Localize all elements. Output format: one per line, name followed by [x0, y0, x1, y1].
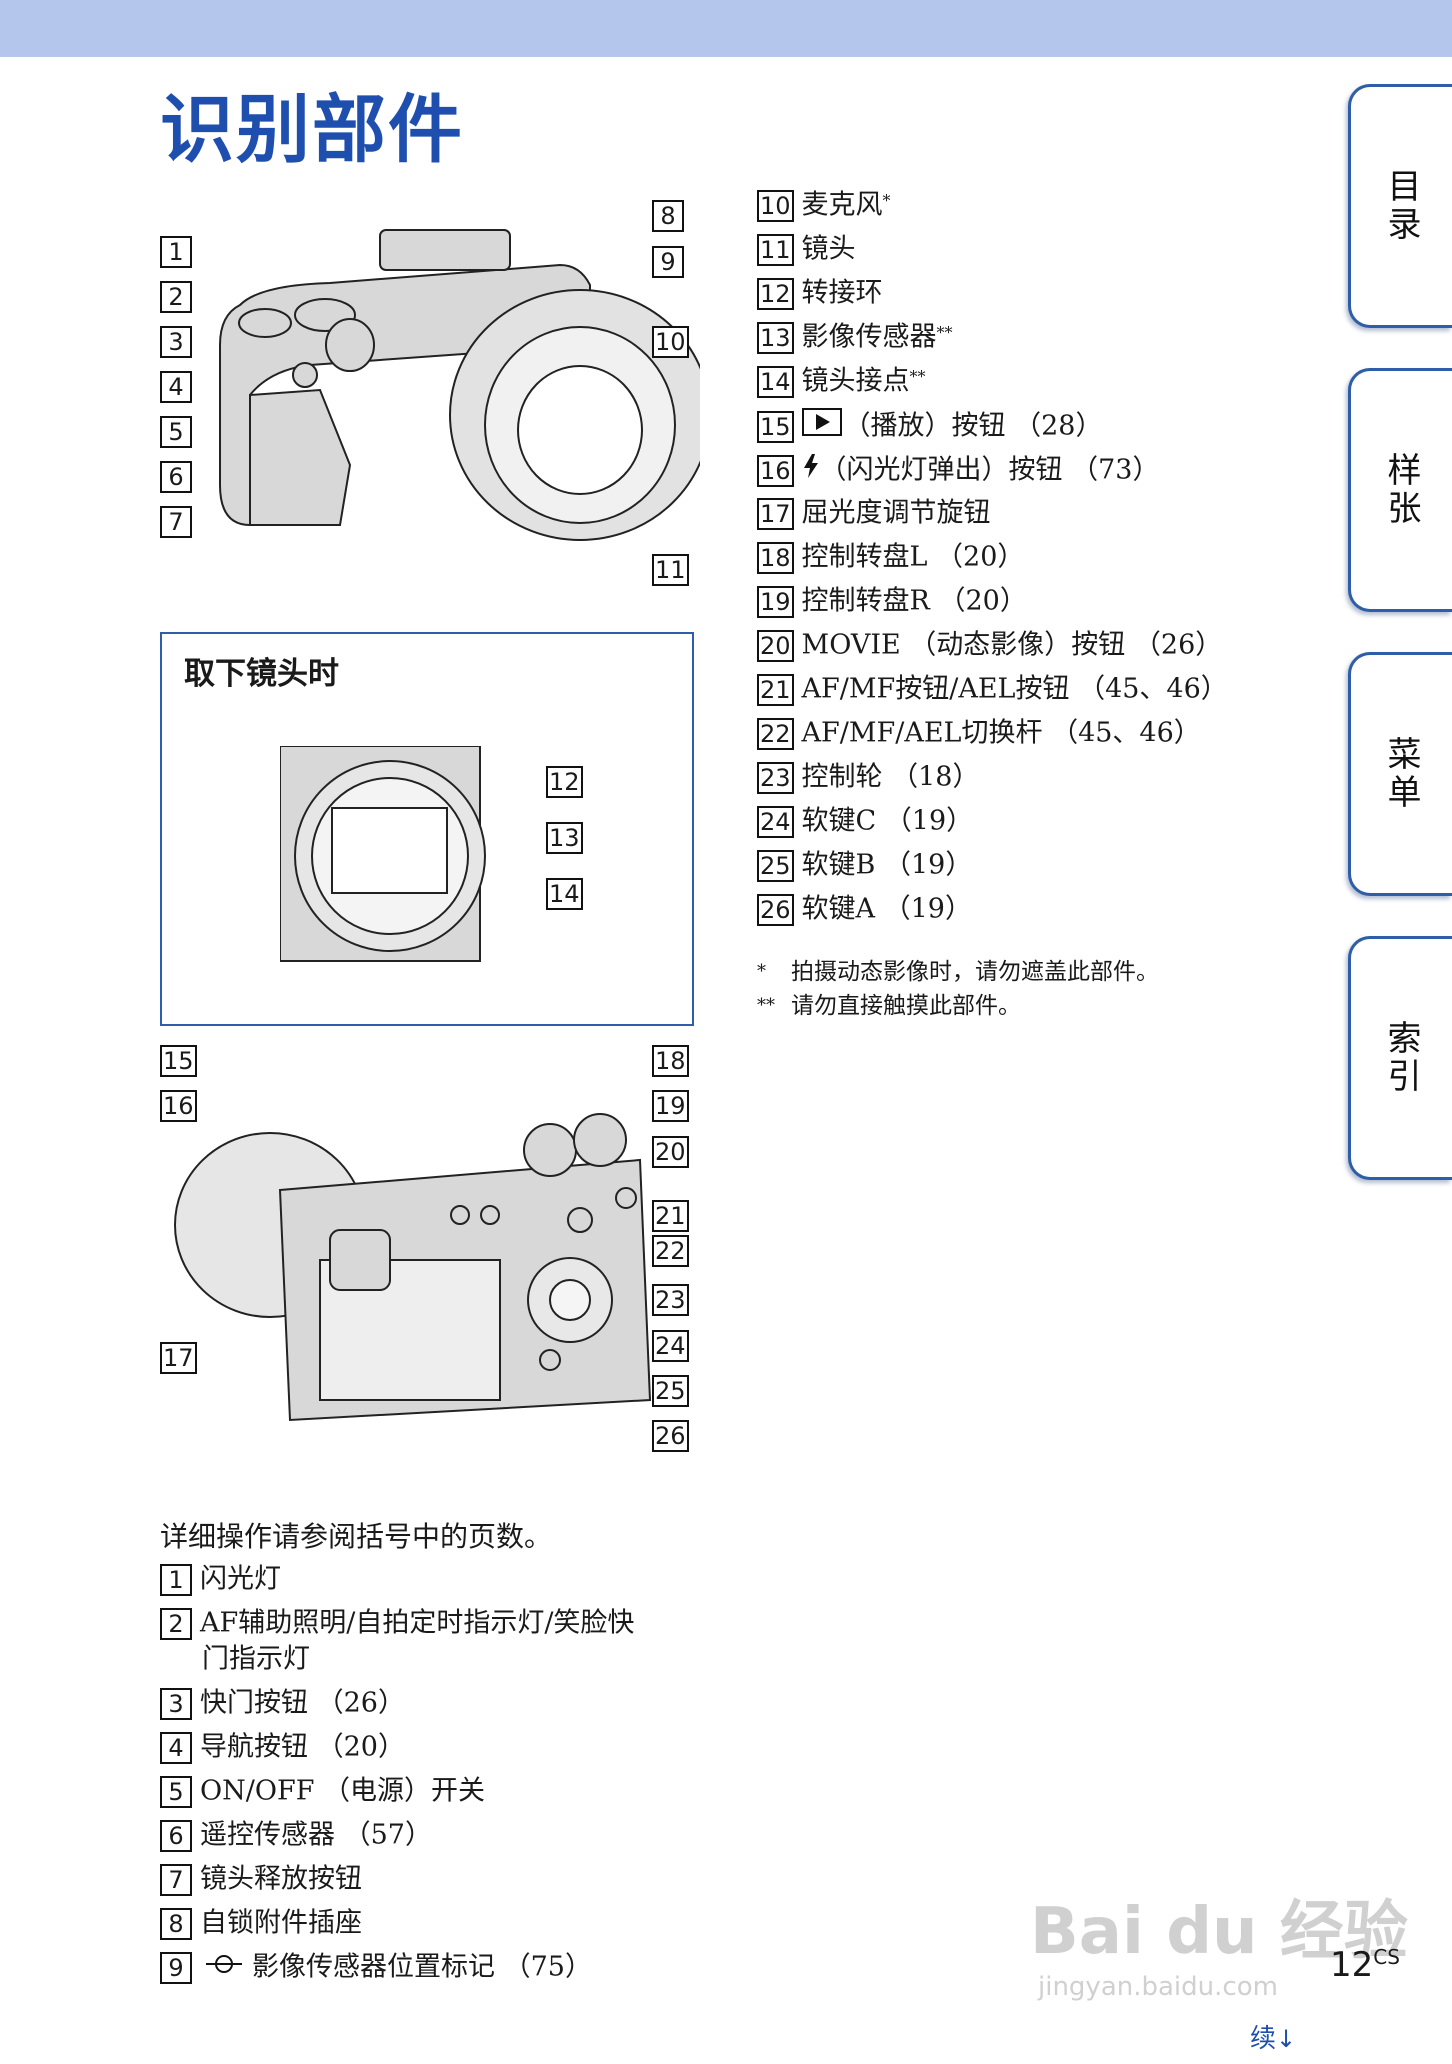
callout-14: 14	[546, 878, 583, 910]
tab-menu[interactable]: 菜单	[1348, 652, 1452, 896]
footnote: **请勿直接触摸此部件。	[757, 993, 1021, 1019]
callout-18: 18	[652, 1045, 689, 1077]
callout-8: 8	[652, 200, 684, 232]
tab-samples[interactable]: 样张	[1348, 368, 1452, 612]
camera-back-diagram	[174, 1113, 652, 1422]
callout-4: 4	[160, 371, 192, 403]
lens-removed-title: 取下镜头时	[184, 656, 339, 692]
continue-link[interactable]: 续↓	[1250, 2024, 1297, 2054]
callout-22: 22	[652, 1235, 689, 1267]
callout-17: 17	[160, 1342, 197, 1374]
flash-icon	[802, 452, 820, 489]
callout-9: 9	[652, 246, 684, 278]
baidu-watermark: Bai du 经验 jingyan.baidu.com	[1030, 1895, 1408, 2002]
callout-24: 24	[652, 1330, 689, 1362]
callout-5: 5	[160, 416, 192, 448]
play-icon	[801, 408, 842, 445]
down-arrow-icon: ↓	[1276, 2025, 1297, 2053]
callout-19: 19	[652, 1090, 689, 1122]
page-number: 12CS	[1330, 1945, 1400, 1985]
callout-13: 13	[546, 822, 583, 854]
callout-23: 23	[652, 1284, 689, 1316]
lens-removed-box: 取下镜头时 12 13 14	[160, 632, 694, 1026]
camera-front-diagram	[219, 229, 700, 541]
callout-11: 11	[652, 554, 689, 586]
page-title: 识别部件	[160, 87, 464, 173]
callout-10: 10	[652, 326, 689, 358]
callout-26: 26	[652, 1420, 689, 1452]
header-band	[0, 0, 1452, 57]
list-item: 16（闪光灯弹出）按钮 （73）	[757, 452, 1160, 489]
callout-15: 15	[160, 1045, 197, 1077]
list-item-continuation: 门指示灯	[202, 1643, 310, 1675]
sensor-position-mark-icon	[204, 1951, 244, 1985]
callout-16: 16	[160, 1090, 197, 1122]
callout-20: 20	[652, 1136, 689, 1168]
list-item: 15（播放）按钮 （28）	[757, 408, 1103, 445]
callout-21: 21	[652, 1200, 689, 1232]
callout-12: 12	[546, 766, 583, 798]
callout-6: 6	[160, 461, 192, 493]
callout-7: 7	[160, 506, 192, 538]
callout-25: 25	[652, 1375, 689, 1407]
callout-2: 2	[160, 281, 192, 313]
tab-index[interactable]: 索引	[1348, 936, 1452, 1180]
intro-text: 详细操作请参阅括号中的页数。	[160, 1520, 553, 1553]
tab-contents[interactable]: 目录	[1348, 84, 1452, 328]
footnote: *拍摄动态影像时，请勿遮盖此部件。	[757, 959, 1159, 985]
callout-3: 3	[160, 326, 192, 358]
callout-1: 1	[160, 236, 192, 268]
